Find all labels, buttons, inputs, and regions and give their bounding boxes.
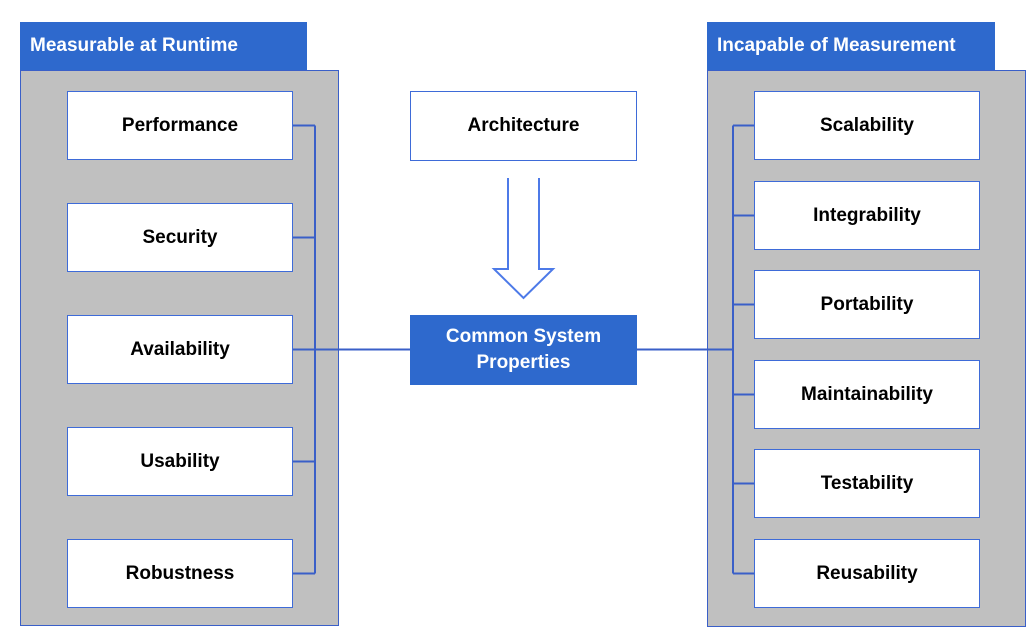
node-testability: Testability: [754, 449, 980, 518]
node-security: Security: [67, 203, 293, 272]
left-group-header: Measurable at Runtime: [20, 22, 307, 70]
node-scalability: Scalability: [754, 91, 980, 160]
down-arrow: [491, 178, 556, 300]
node-maintainability: Maintainability: [754, 360, 980, 429]
right-group-header: Incapable of Measurement: [707, 22, 995, 70]
common-system-properties-box: Common System Properties: [410, 315, 637, 385]
node-reusability: Reusability: [754, 539, 980, 608]
node-integrability: Integrability: [754, 181, 980, 250]
right-panel: [707, 70, 1026, 627]
node-usability: Usability: [67, 427, 293, 496]
architecture-box: Architecture: [410, 91, 637, 161]
node-performance: Performance: [67, 91, 293, 160]
node-portability: Portability: [754, 270, 980, 339]
node-robustness: Robustness: [67, 539, 293, 608]
node-availability: Availability: [67, 315, 293, 384]
